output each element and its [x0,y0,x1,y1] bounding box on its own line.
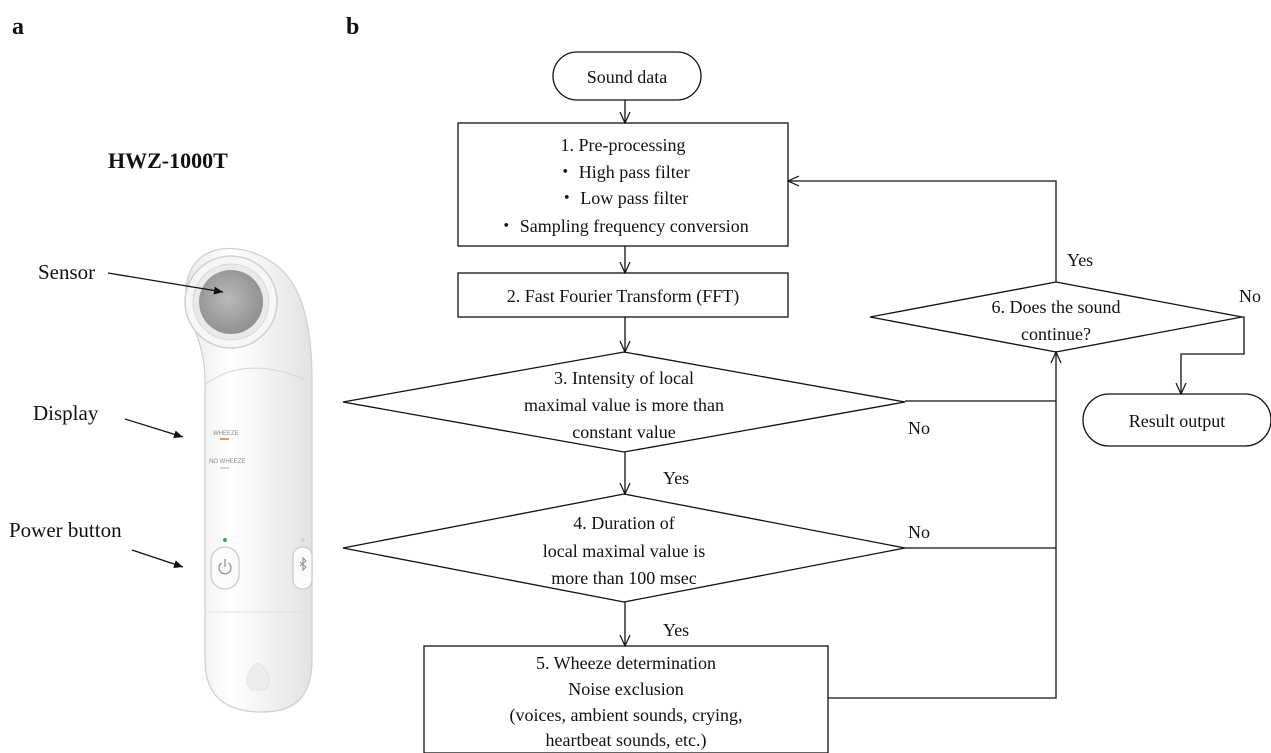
device-model: HWZ-1000T [108,148,228,173]
step1-item-2: ・ Low pass filter [558,188,688,208]
sensor-head [184,255,278,349]
arrow-step6-no-to-result [1181,316,1245,394]
intensity-decision [342,351,906,453]
step1-item-3: ・ Sampling frequency conversion [497,216,748,236]
start-terminator [552,51,702,101]
result-output-label: Result output [1129,411,1226,431]
yes-label-step3: Yes [663,468,689,488]
no-label-step6: No [1239,286,1261,306]
step3-line-3: constant value [572,422,675,442]
power-button [210,538,240,590]
step6-line-1: 6. Does the sound [992,297,1121,317]
step5-line-1: 5. Wheeze determination [536,653,716,673]
start-label: Sound data [587,67,668,87]
preprocessing-box [457,122,789,247]
display-callout: Display [33,401,99,425]
step5-line-4: heartbeat sounds, etc.) [546,730,707,751]
step4-line-1: 4. Duration of [573,513,674,533]
panel-label-b: b [346,14,360,40]
wheeze-indicator-text: WHEEZE [213,431,239,437]
step1-item-1: ・ High pass filter [556,162,689,182]
device-body [185,247,313,713]
power-callout-arrow [131,549,184,568]
device-illustration: WHEEZE NO WHEEZE [107,247,313,713]
no-wheeze-led [220,467,229,469]
no-wheeze-indicator-text: NO WHEEZE [209,459,245,465]
step2-label: 2. Fast Fourier Transform (FFT) [507,286,740,307]
step4-line-3: more than 100 msec [551,568,696,588]
step4-line-2: local maximal value is [543,541,705,561]
fft-box [457,272,789,318]
wheeze-determination-box [423,645,829,753]
step5-line-2: Noise exclusion [568,679,683,699]
bluetooth-button [292,538,313,590]
yes-label-step6: Yes [1067,250,1093,270]
step3-line-2: maximal value is more than [524,395,724,415]
arrow-step6-yes-to-step1 [788,181,1057,282]
step5-line-3: (voices, ambient sounds, crying, [510,705,743,726]
power-button-callout: Power button [9,518,122,542]
bluetooth-icon [299,556,307,572]
panel-label-a: a [12,14,24,40]
arrow-to-step6 [828,352,1056,699]
display-indicators: WHEEZE NO WHEEZE [209,431,245,469]
no-label-step4: No [908,522,930,542]
power-icon [218,562,232,575]
sensor-membrane [199,270,263,334]
sensor-callout-arrow [107,272,224,295]
no-label-step3: No [908,418,930,438]
sensor-callout: Sensor [38,260,96,284]
step6-line-2: continue? [1021,324,1091,344]
step3-line-1: 3. Intensity of local [554,368,694,388]
wheeze-led [220,438,229,440]
yes-label-step4: Yes [663,620,689,640]
step1-title: 1. Pre-processing [561,135,686,155]
power-led [223,538,227,542]
display-callout-arrow [124,418,184,439]
